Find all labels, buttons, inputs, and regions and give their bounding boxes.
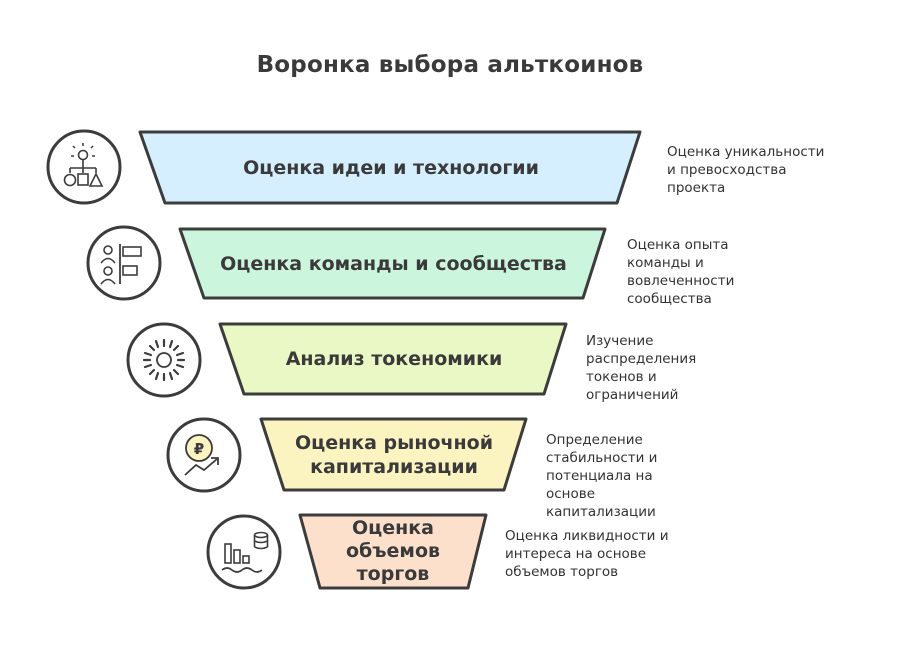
layer-label-team-community: Оценка команды и сообщества xyxy=(220,252,567,275)
tokenomics-icon xyxy=(126,322,202,398)
trading-volume-icon xyxy=(206,514,282,590)
layer-label-market-cap: Оценка рыночной капитализации xyxy=(294,431,494,478)
layer-label-tokenomics: Анализ токеномики xyxy=(285,348,503,370)
idea-technology-icon xyxy=(46,129,122,205)
funnel-layer-1 xyxy=(138,130,642,205)
funnel-layer-2 xyxy=(178,227,607,300)
description-trading-volume: Оценка ликвидности и интереса на основе … xyxy=(505,528,669,580)
layer-label-trading-volume: Оценка объемов торгов xyxy=(345,517,441,585)
team-community-icon xyxy=(86,225,162,301)
funnel-layer-5 xyxy=(298,513,488,590)
market-cap-icon: ₽ xyxy=(166,417,242,493)
svg-text:₽: ₽ xyxy=(194,440,204,458)
description-idea-technology: Оценка уникальности и превосходства прое… xyxy=(667,144,825,196)
description-market-cap: Определение стабильности и потенциала на… xyxy=(546,432,658,520)
layer-label-idea-technology: Оценка идеи и технологии xyxy=(243,156,539,179)
diagram-title: Воронка выбора альткоинов xyxy=(256,52,644,78)
funnel-layer-3 xyxy=(218,322,568,396)
description-team-community: Оценка опыта команды и вовлеченности соо… xyxy=(627,237,735,307)
funnel-layer-4 xyxy=(259,417,528,492)
description-tokenomics: Изучение распределения токенов и огранич… xyxy=(586,333,697,403)
